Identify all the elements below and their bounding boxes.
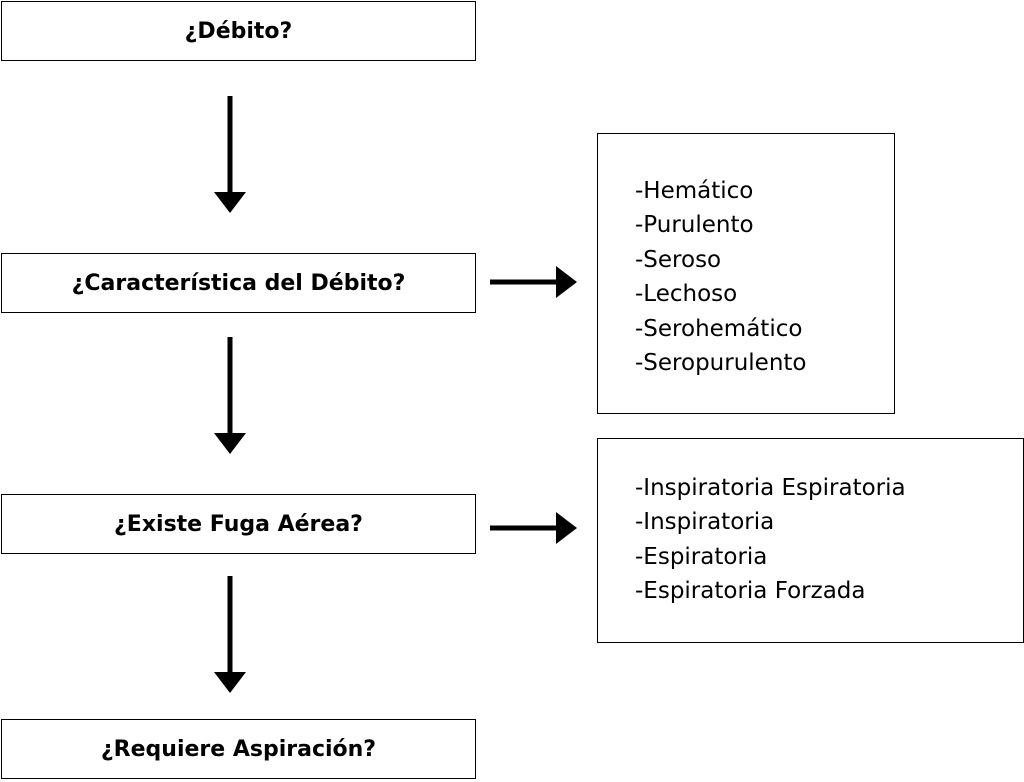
fuga-types-box: -Inspiratoria Espiratoria -Inspiratoria …	[597, 438, 1024, 643]
step-debito-label: ¿Débito?	[184, 18, 293, 44]
debito-types-box: -Hemático -Purulento -Seroso -Lechoso -S…	[597, 133, 895, 414]
step-debito: ¿Débito?	[1, 1, 476, 61]
fuga-type-item: -Inspiratoria Espiratoria	[635, 475, 906, 501]
debito-type-item: -Lechoso	[635, 281, 738, 308]
step-fuga-aerea: ¿Existe Fuga Aérea?	[1, 494, 476, 554]
step-fuga-aerea-label: ¿Existe Fuga Aérea?	[114, 511, 363, 537]
fuga-type-item: -Inspiratoria	[635, 509, 775, 536]
fuga-type-item: -Espiratoria	[635, 543, 768, 570]
arrow-down-2	[214, 337, 246, 454]
step-aspiracion: ¿Requiere Aspiración?	[1, 719, 476, 779]
arrow-right-2	[490, 512, 577, 544]
step-caracteristica: ¿Característica del Débito?	[1, 253, 476, 313]
arrow-right-1	[490, 266, 577, 298]
step-aspiracion-label: ¿Requiere Aspiración?	[100, 736, 377, 762]
debito-type-item: -Seropurulento	[635, 350, 807, 377]
fuga-type-item: -Espiratoria Forzada	[635, 578, 866, 605]
debito-type-item: -Hemático	[635, 178, 754, 204]
step-caracteristica-label: ¿Característica del Débito?	[71, 270, 406, 296]
fuga-types-list: -Inspiratoria Espiratoria -Inspiratoria …	[635, 471, 906, 609]
arrow-down-3	[214, 576, 246, 693]
arrow-down-1	[214, 96, 246, 213]
debito-type-item: -Seroso	[635, 246, 722, 273]
debito-types-list: -Hemático -Purulento -Seroso -Lechoso -S…	[635, 174, 807, 380]
debito-type-item: -Serohemático	[635, 315, 803, 342]
debito-type-item: -Purulento	[635, 212, 754, 239]
